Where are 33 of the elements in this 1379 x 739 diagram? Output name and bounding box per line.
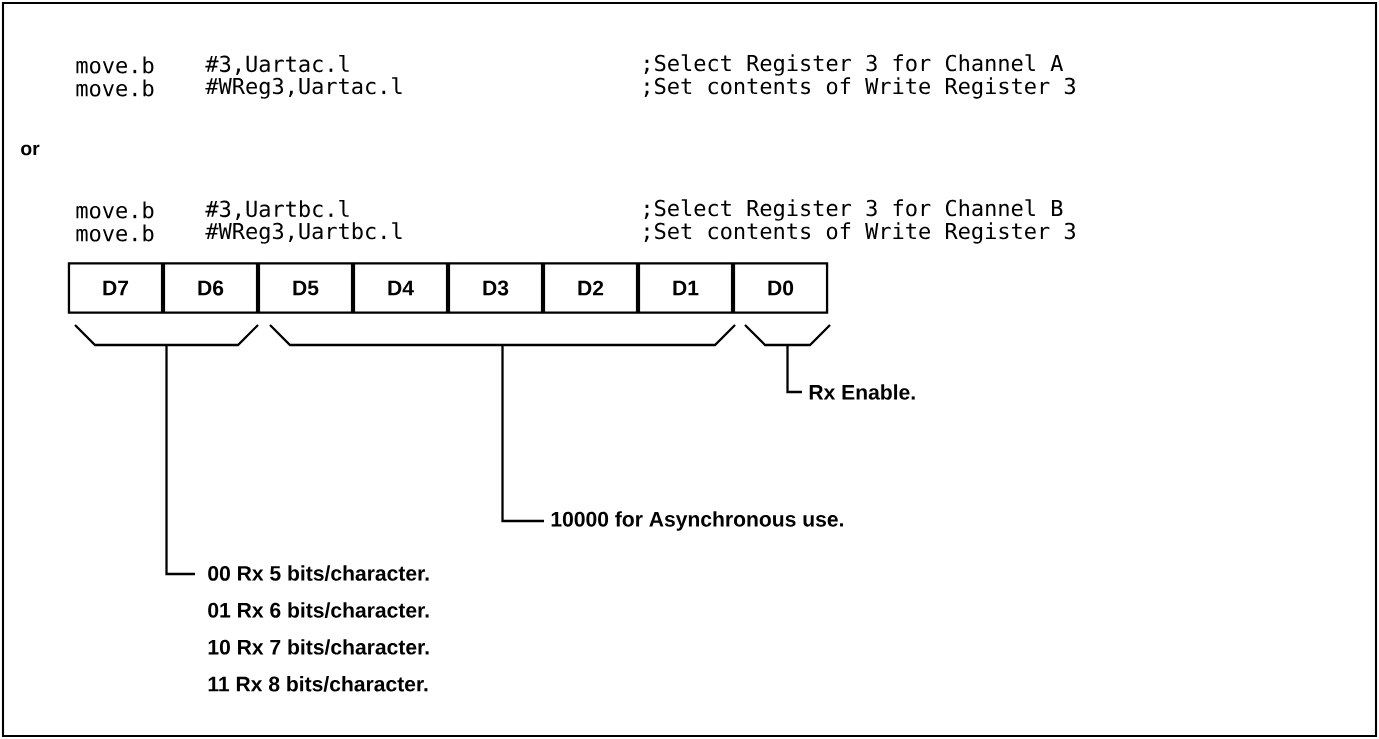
code-comment: ;Set contents of Write Register 3 — [644, 77, 1075, 99]
operand: #WReg3,Uartbc.l — [205, 222, 402, 244]
code-comment: ;Set contents of Write Register 3 — [644, 222, 1075, 244]
option-line: 10 Rx 7 bits/character. — [208, 639, 429, 655]
instruction: move.b — [76, 56, 154, 74]
leader-line — [165, 345, 195, 576]
leader-line — [501, 345, 544, 523]
annotation-text: Rx Enable. — [809, 384, 915, 400]
code-comment: ;Select Register 3 for Channel A — [644, 54, 1063, 76]
separator-word: or — [21, 144, 40, 156]
register-bit-cell: D2 — [542, 262, 639, 314]
register-bit-cell: D7 — [67, 262, 164, 314]
instruction: move.b — [76, 79, 154, 97]
option-line: 00 Rx 5 bits/character. — [208, 565, 429, 582]
operand: #3,Uartac.l — [205, 55, 349, 75]
bracket — [269, 324, 736, 347]
bracket — [744, 324, 831, 347]
annotation-text: 10000 for Asynchronous use. — [551, 511, 843, 531]
register-bit-cell: D3 — [447, 262, 544, 314]
operand: #3,Uartbc.l — [205, 200, 349, 220]
register-bit-cell: D4 — [352, 262, 449, 314]
option-line: 11 Rx 8 bits/character. — [208, 676, 428, 692]
operand: #WReg3,Uartac.l — [205, 77, 402, 99]
code-comment: ;Select Register 3 for Channel B — [644, 199, 1063, 221]
register-bit-cell: D1 — [637, 262, 734, 314]
register-bit-cell: D5 — [257, 262, 354, 314]
register-bit-cell: D6 — [162, 262, 259, 314]
instruction: move.b — [76, 201, 154, 219]
bracket — [74, 324, 259, 347]
leader-line — [786, 345, 802, 394]
instruction: move.b — [76, 224, 154, 242]
register-bit-cell: D0 — [732, 262, 829, 314]
option-line: 01 Rx 6 bits/character. — [208, 602, 429, 618]
